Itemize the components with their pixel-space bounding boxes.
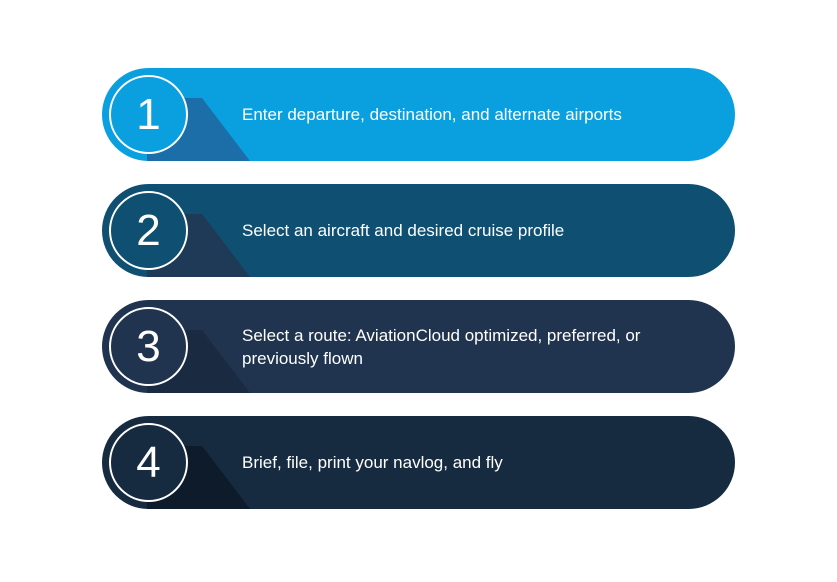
step-1-banner: 1 Enter departure, destination, and alte… xyxy=(102,68,735,161)
step-2-banner: 2 Select an aircraft and desired cruise … xyxy=(102,184,735,277)
step-3-text: Select a route: AviationCloud optimized,… xyxy=(242,325,641,368)
step-1-number: 1 xyxy=(109,75,188,154)
step-4-banner: 4 Brief, file, print your navlog, and fl… xyxy=(102,416,735,509)
step-2-text: Select an aircraft and desired cruise pr… xyxy=(242,221,565,240)
step-3-banner: 3 Select a route: AviationCloud optimize… xyxy=(102,300,735,393)
step-3-number: 3 xyxy=(109,307,188,386)
step-2-number: 2 xyxy=(109,191,188,270)
step-4-number: 4 xyxy=(109,423,188,502)
step-4-text: Brief, file, print your navlog, and fly xyxy=(242,453,503,472)
step-1-text: Enter departure, destination, and altern… xyxy=(242,105,622,124)
